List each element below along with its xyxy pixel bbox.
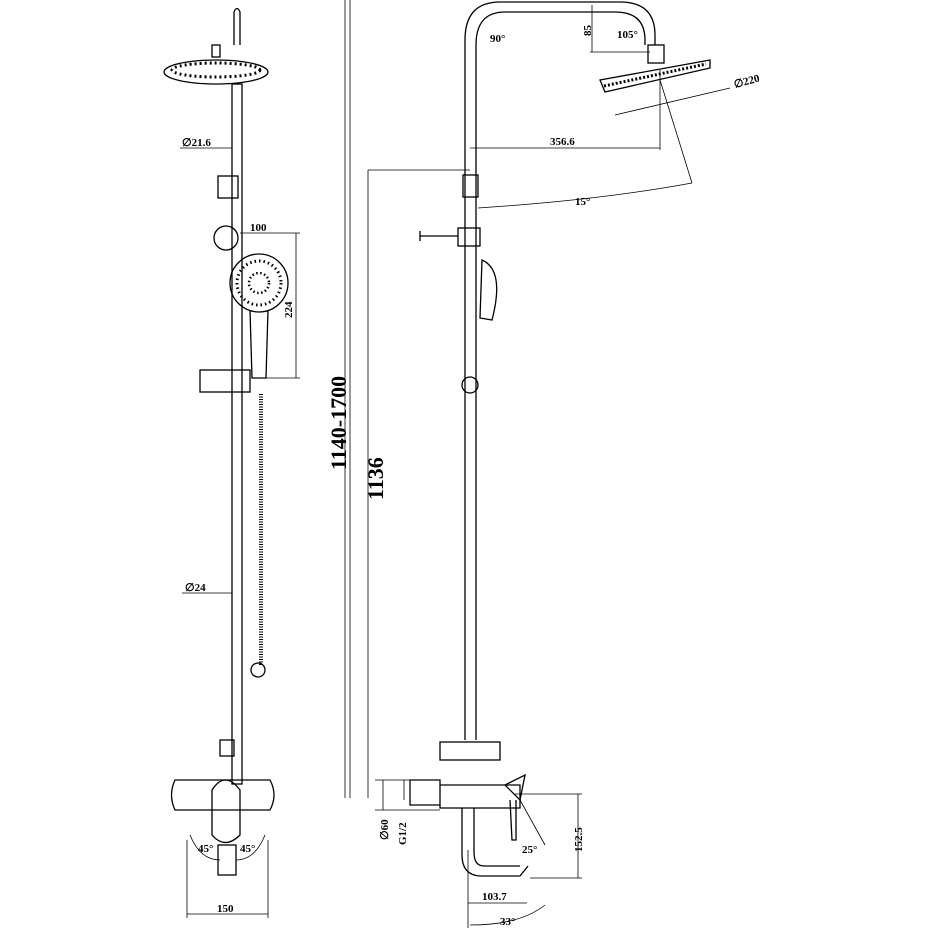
head-joint-angle-label: 105°: [617, 29, 638, 41]
inlet-diameter-label: ∅60: [379, 819, 391, 840]
mixer-body: [409, 779, 521, 809]
mixer-body: [170, 779, 275, 811]
rain-shower-head: [163, 59, 269, 85]
hand-shower-width-label: 100: [250, 222, 267, 234]
arm-angle-label: 90°: [490, 33, 505, 45]
spout-angle-label: 33°: [500, 916, 515, 928]
shower-arm: [464, 1, 656, 740]
riser-pipe: [231, 83, 243, 785]
handle-angle-right-label: 45°: [240, 843, 255, 855]
arm-reach-label: 356.6: [550, 136, 575, 148]
top-slider: [462, 174, 479, 198]
pipe-diameter-label: ∅21.6: [182, 137, 211, 149]
slider-height-label: 1136: [363, 457, 388, 500]
front-view: ∅21.6 100 224 ∅24 45° 45° 150: [163, 7, 300, 918]
hand-shower-handle: [249, 309, 269, 379]
spout-height-label: 152.5: [573, 827, 585, 852]
mixer-handle: [211, 779, 241, 844]
thread-label: G1/2: [397, 822, 409, 845]
mixer-width-label: 150: [217, 903, 234, 915]
spout: [461, 808, 529, 877]
total-height-label: 1140-1700: [326, 376, 351, 470]
bottom-slider: [199, 369, 251, 393]
mixer-lever: [503, 773, 526, 841]
bottom-slider: [461, 376, 479, 394]
hand-shower-holder: [213, 225, 239, 251]
spout: [217, 844, 237, 876]
top-slider: [217, 175, 239, 199]
head-diameter-label: ∅220: [733, 72, 762, 90]
lower-pipe-diameter-label: ∅24: [185, 582, 206, 594]
lever-angle-label: 25°: [522, 844, 537, 856]
side-view: 1140-1700 1136 90° 85 105° ∅220 356.6 15…: [326, 0, 761, 928]
arm-drop-label: 85: [582, 25, 594, 37]
head-tilt-label: 15°: [575, 196, 590, 208]
hand-shower-holder: [457, 227, 481, 247]
rain-shower-head: [599, 59, 711, 93]
diverter: [219, 739, 235, 757]
diverter: [439, 741, 501, 761]
top-pipe: [233, 7, 241, 45]
spout-reach-label: 103.7: [482, 891, 507, 903]
hand-shower-length-label: 224: [283, 301, 295, 318]
hand-shower-head: [229, 253, 289, 313]
handle-angle-left-label: 45°: [198, 843, 213, 855]
hand-shower: [479, 259, 498, 321]
